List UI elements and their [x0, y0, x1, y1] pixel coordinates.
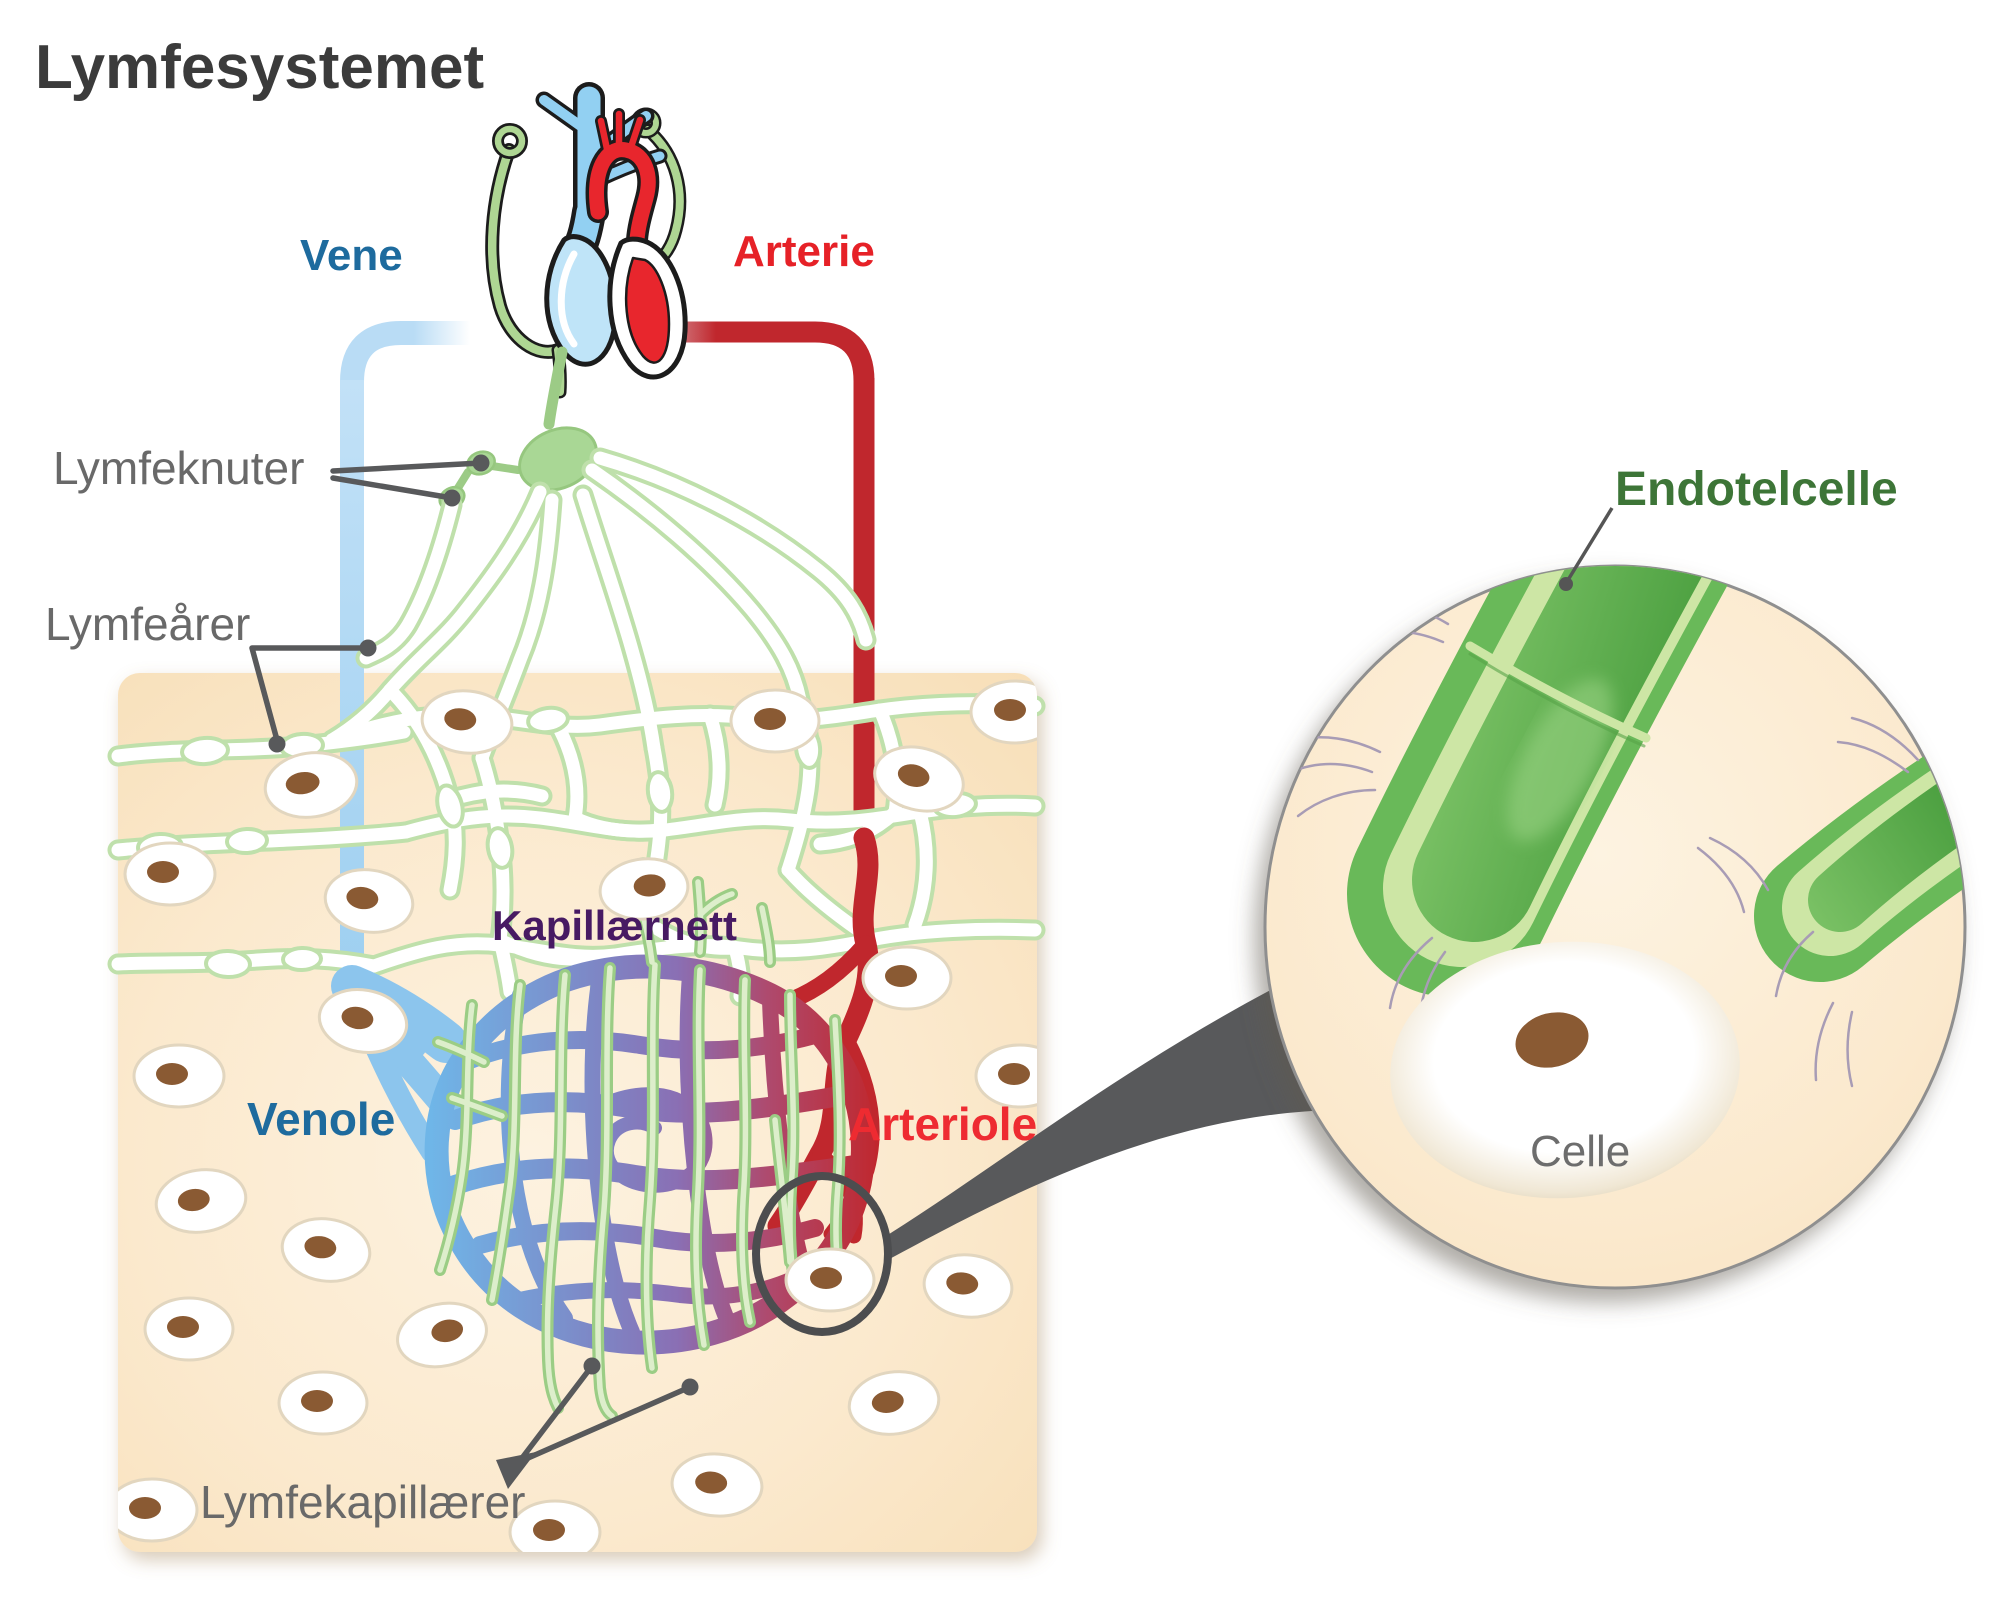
- inset-contents: [1283, 566, 1965, 1199]
- kapillaernett-label: Kapillærnett: [492, 902, 737, 949]
- vene-label: Vene: [300, 231, 403, 280]
- page-title: Lymfesystemet: [35, 33, 484, 102]
- lymfearer-pointer: [249, 639, 377, 753]
- lymfekapillaerer-label: Lymfekapillærer: [200, 1476, 526, 1528]
- celle-label: Celle: [1530, 1127, 1630, 1176]
- magnifier-source-circle: [752, 1172, 892, 1336]
- endothelial-tube-main: [1347, 566, 1751, 997]
- arterie-label: Arterie: [733, 227, 875, 276]
- magnifier-wedge: [884, 955, 1340, 1262]
- magnified-cell: [784, 1247, 876, 1313]
- arteriole-label: Arteriole: [848, 1098, 1037, 1150]
- lymfearer-label: Lymfeårer: [45, 598, 250, 650]
- lymfekapillaerer-pointer: [496, 1357, 699, 1489]
- venole-label: Venole: [247, 1093, 395, 1145]
- endothelial-tube-small: [1754, 726, 1965, 982]
- inset-cell-nucleus: [1515, 1012, 1589, 1068]
- heart-illustration: [485, 82, 688, 399]
- lymfeknuter-label: Lymfeknuter: [53, 442, 304, 494]
- endotelcelle-label: Endotelcelle: [1615, 463, 1898, 516]
- arrowhead: [496, 1452, 536, 1489]
- lymfeknuter-pointer: [330, 454, 490, 507]
- endotelcelle-pointer: [1559, 507, 1614, 591]
- inset-cell: [1390, 941, 1740, 1199]
- lymph-node-large: [518, 426, 598, 492]
- tissue-cells: [118, 679, 1037, 1552]
